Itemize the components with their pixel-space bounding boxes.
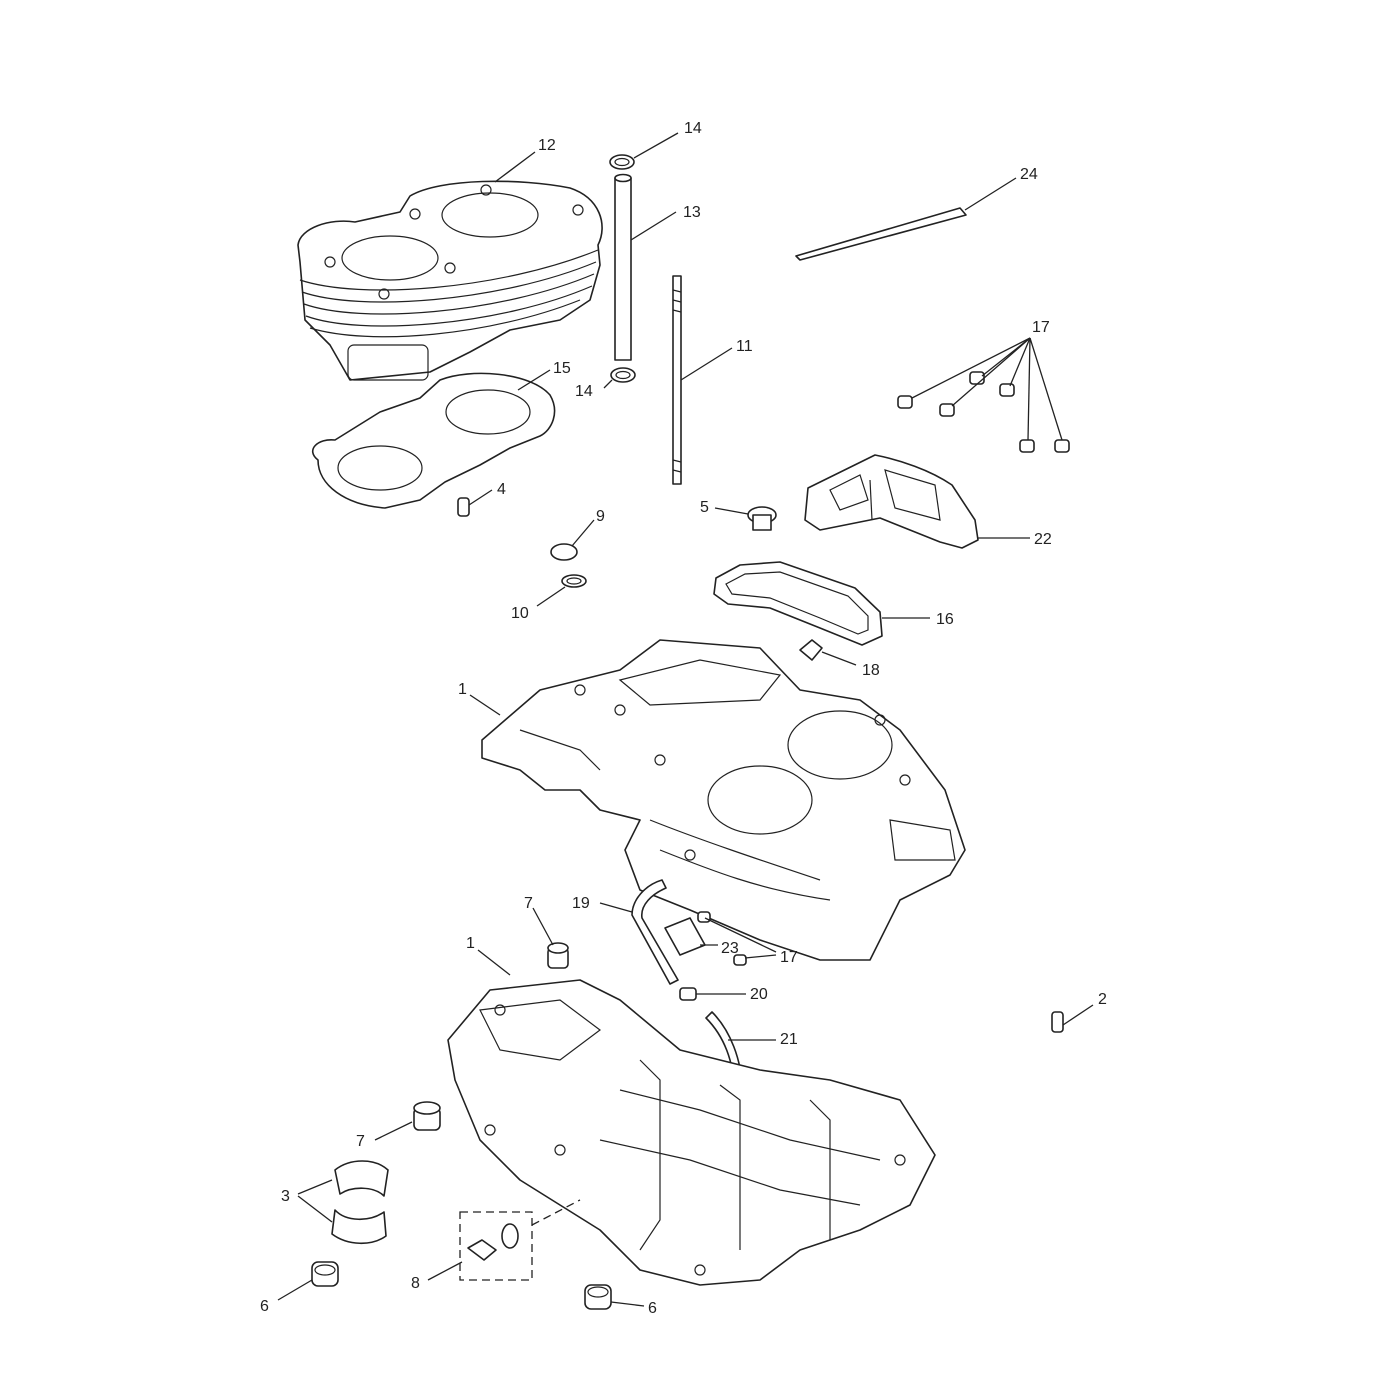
callout-1: 1 (466, 935, 475, 952)
breather-cover-part (804, 454, 979, 549)
callout-13: 13 (683, 204, 701, 221)
leader-line (277, 1279, 313, 1301)
callout-21: 21 (780, 1031, 798, 1048)
callout-14: 14 (684, 120, 702, 137)
callout-7: 7 (356, 1133, 365, 1150)
callout-4: 4 (497, 481, 506, 498)
base-gasket-part (311, 372, 556, 509)
leader-line (297, 1195, 333, 1223)
leader-line (297, 1179, 333, 1195)
callout-3: 3 (281, 1188, 290, 1205)
callout-22: 22 (1034, 531, 1052, 548)
stud-part (672, 275, 682, 485)
leader-line (494, 151, 536, 183)
leader-line (704, 917, 777, 953)
callout-5: 5 (700, 499, 709, 516)
leader-line (633, 132, 679, 159)
callout-1: 1 (458, 681, 467, 698)
leader-line (468, 489, 493, 506)
leader-line (603, 379, 613, 389)
leader-line (714, 507, 749, 515)
leader-line (744, 954, 777, 959)
oil-pipe-part (631, 879, 679, 985)
leader-line (680, 347, 733, 381)
callout-18: 18 (862, 662, 880, 679)
leader-line (610, 1301, 645, 1307)
bushing-part (413, 1101, 441, 1131)
drain-plug-part (467, 1223, 519, 1261)
oring-part (610, 367, 636, 383)
bolt-part (733, 954, 747, 966)
callout-23: 23 (721, 940, 739, 957)
callout-6: 6 (260, 1298, 269, 1315)
dowel-pin-part (457, 497, 470, 517)
plug-washer-box (459, 1211, 533, 1281)
plug-part (584, 1284, 612, 1310)
bushing-part (547, 942, 569, 969)
callout-14: 14 (575, 383, 593, 400)
cover-gasket-part (713, 561, 883, 646)
callout-15: 15 (553, 360, 571, 377)
lower-crankcase-part (447, 979, 936, 1286)
callout-7: 7 (524, 895, 533, 912)
callout-6: 6 (648, 1300, 657, 1317)
dowel-pin-part (1051, 1011, 1064, 1033)
bolt-set-part (897, 371, 1070, 453)
callout-12: 12 (538, 137, 556, 154)
leader-line (571, 519, 595, 547)
bearing-shell-part (334, 1160, 389, 1197)
leader-line (599, 902, 633, 913)
callout-17: 17 (1032, 319, 1050, 336)
callout-labels: 12 14 13 24 11 17 15 14 4 9 5 22 10 16 1… (260, 120, 1107, 1317)
oil-tube-part (614, 173, 632, 361)
leader-fan (911, 337, 1063, 441)
callout-8: 8 (411, 1275, 420, 1292)
callout-10: 10 (511, 605, 529, 622)
callout-19: 19 (572, 895, 590, 912)
bracket-part (664, 917, 706, 956)
leader-line (517, 369, 551, 391)
bolt-part (697, 911, 711, 923)
plug-part (311, 1261, 339, 1287)
callout-11: 11 (736, 338, 753, 355)
callout-16: 16 (936, 611, 954, 628)
sleeve-part (679, 987, 697, 1001)
leader-line (964, 177, 1017, 211)
callout-2: 2 (1098, 991, 1107, 1008)
oring-part (609, 154, 635, 170)
dipstick-part (795, 207, 967, 261)
leader-line (821, 651, 857, 666)
callout-20: 20 (750, 986, 768, 1003)
callout-9: 9 (596, 508, 605, 525)
leader-line (374, 1121, 413, 1141)
washer-part (561, 574, 587, 588)
plug-part (550, 543, 578, 561)
leader-line (427, 1261, 463, 1281)
leader-line (469, 694, 501, 716)
callout-24: 24 (1020, 166, 1038, 183)
leader-line (536, 586, 566, 607)
cylinder-block-part (297, 180, 603, 381)
bolt-part (799, 639, 823, 661)
upper-crankcase-part (481, 639, 966, 961)
leader-line (1062, 1004, 1094, 1026)
leader-line (532, 907, 554, 946)
leader-line (477, 949, 511, 976)
callout-17: 17 (780, 949, 798, 966)
bearing-shell-part (331, 1209, 387, 1245)
leader-line (630, 211, 677, 241)
